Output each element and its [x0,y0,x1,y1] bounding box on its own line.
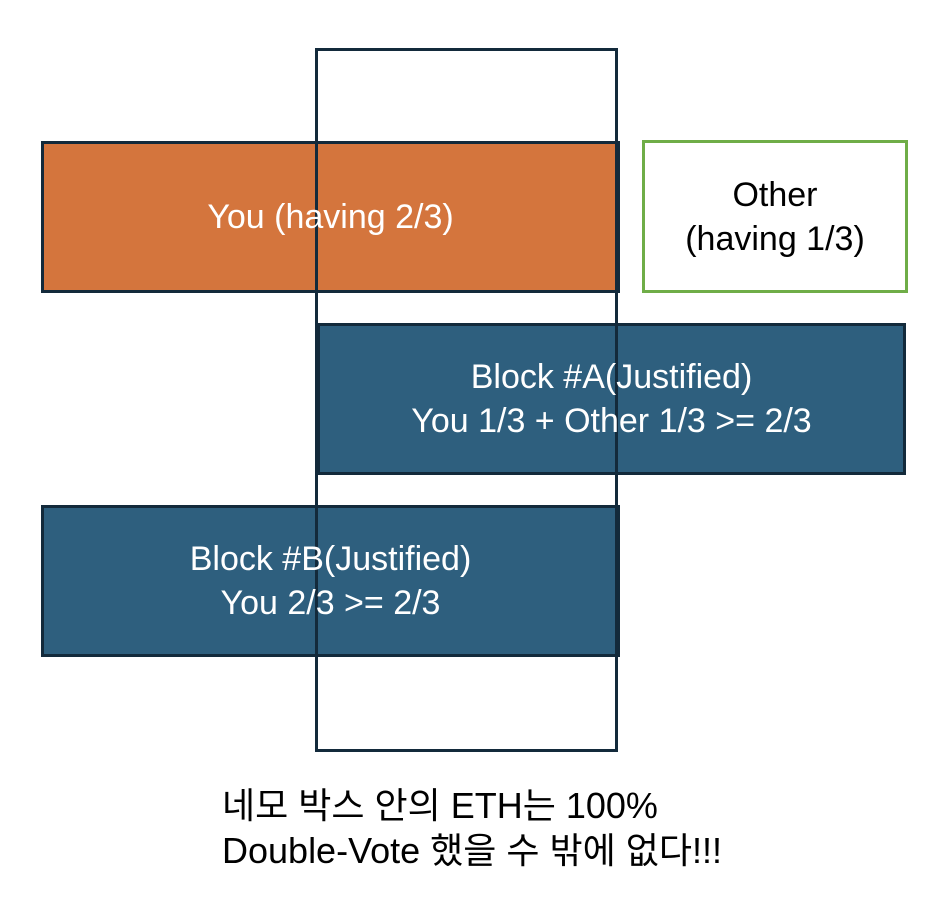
caption-line2: Double-Vote 했을 수 밖에 없다!!! [222,830,722,871]
other-stake-box: Other (having 1/3) [642,140,908,293]
block-a-vote-sum: You 1/3 + Other 1/3 >= 2/3 [411,402,812,440]
block-b-title: Block #B(Justified) [189,540,472,578]
block-a-justified-box: Block #A(Justified) You 1/3 + Other 1/3 … [317,323,906,475]
caption-line1: 네모 박스 안의 ETH는 100% [222,785,658,826]
other-stake-label-line2: (having 1/3) [685,219,865,258]
caption: 네모 박스 안의 ETH는 100% Double-Vote 했을 수 밖에 없… [222,783,722,873]
block-b-vote-sum: You 2/3 >= 2/3 [220,584,441,622]
checkpoint-column-outline-box [315,48,618,752]
block-a-title: Block #A(Justified) [470,358,753,396]
other-stake-label-line1: Other [732,175,818,214]
block-b-justified-box: Block #B(Justified) You 2/3 >= 2/3 [41,505,620,657]
you-stake-box: You (having 2/3) [41,141,620,293]
you-stake-label: You (having 2/3) [207,198,454,236]
